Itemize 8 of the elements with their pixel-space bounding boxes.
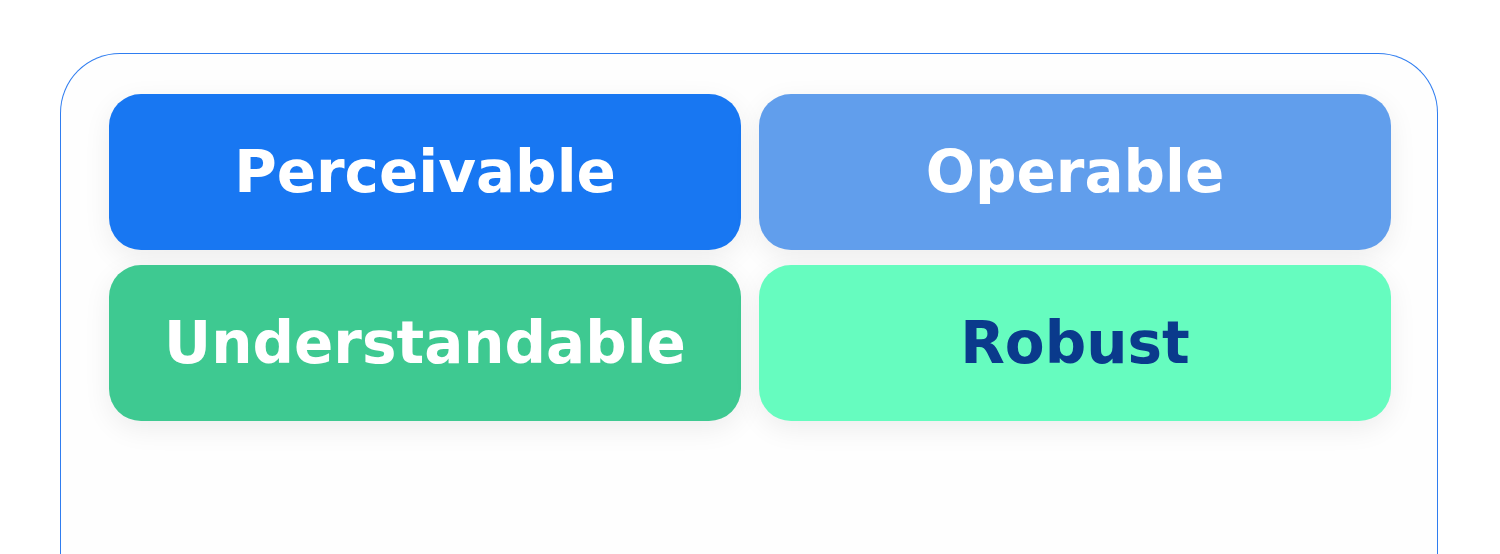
principle-card — [109, 265, 741, 421]
principle-card — [759, 265, 1391, 421]
principle-title: Robust — [960, 309, 1190, 377]
principle-card — [759, 94, 1391, 250]
principle-card — [109, 94, 741, 250]
principle-title: Operable — [925, 138, 1225, 206]
principle-title: Perceivable — [234, 138, 616, 206]
principle-title: Understandable — [164, 309, 686, 377]
